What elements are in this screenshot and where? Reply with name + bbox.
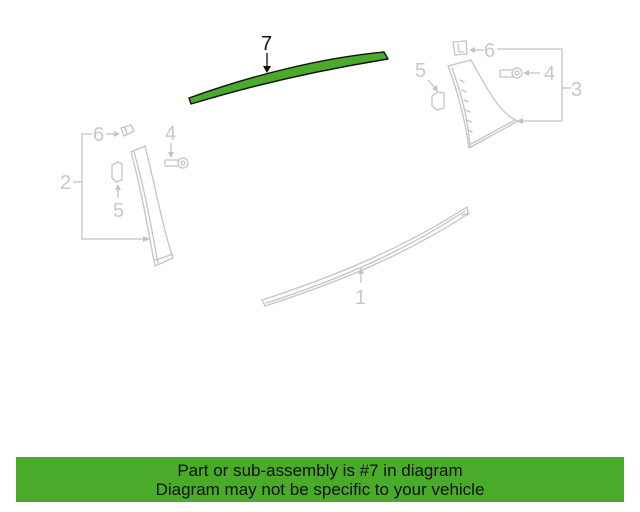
- banner-line-part: Part or sub-assembly is #7 in diagram: [177, 460, 463, 480]
- part-4-screw-left[interactable]: [164, 157, 189, 169]
- part-5-clip-left[interactable]: [111, 161, 123, 183]
- banner-line-disclaimer: Diagram may not be specific to your vehi…: [155, 479, 485, 499]
- callout-1-label: 1: [355, 287, 366, 309]
- part-6-retainer-left[interactable]: [120, 124, 135, 137]
- callout-3-5-label: 5: [415, 60, 426, 82]
- callout-1-arrow-icon: [358, 267, 364, 283]
- callout-3-5-arrow-icon: [427, 79, 438, 92]
- part-5-clip-right[interactable]: [431, 91, 445, 111]
- callout-2-5-arrow-icon: [115, 184, 121, 198]
- callout-2-6-label: 6: [93, 124, 104, 146]
- info-banner: Part or sub-assembly is #7 in diagram Di…: [16, 457, 624, 502]
- callout-7-arrow-icon: [263, 53, 271, 73]
- part-3-pillar-applique[interactable]: [447, 59, 519, 149]
- callout-3-4-arrow-icon: [523, 70, 540, 76]
- part-3-bracket: [497, 48, 571, 124]
- part-2-pillar-applique[interactable]: [130, 145, 174, 267]
- part-4-screw-right[interactable]: [499, 67, 523, 79]
- callout-3-4-label: 4: [544, 63, 555, 85]
- part-2-bracket: [73, 133, 150, 242]
- callout-2-4-arrow-icon: [168, 143, 174, 158]
- part-7-molding[interactable]: [188, 51, 389, 105]
- callout-2-5-label: 5: [113, 200, 124, 222]
- callout-2-label: 2: [60, 172, 71, 194]
- callout-7-label: 7: [261, 33, 272, 55]
- callout-3-label: 3: [571, 79, 582, 101]
- callout-2-6-arrow-icon: [106, 131, 120, 137]
- callout-3-6-label: 6: [484, 40, 495, 62]
- part-1-belt-molding[interactable]: [261, 206, 471, 307]
- callout-2-4-label: 4: [165, 123, 176, 145]
- part-6-retainer-right[interactable]: [452, 40, 468, 56]
- callout-3-6-arrow-icon: [469, 47, 484, 53]
